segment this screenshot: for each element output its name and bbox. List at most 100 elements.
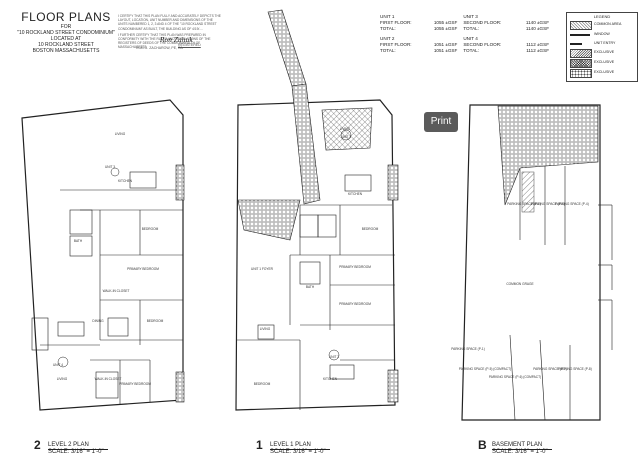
room-label: PARKING SPACE (P-4) — [555, 202, 589, 206]
unit-floor-area: 1140 ±GSF — [525, 20, 549, 25]
room-label: LIVING — [340, 127, 351, 131]
level-1-plan — [235, 9, 399, 411]
print-button[interactable]: Print — [424, 112, 458, 132]
plan-rule — [270, 448, 330, 450]
level-2-plan — [21, 99, 185, 411]
unit-total-label: TOTAL: — [463, 48, 479, 53]
plan-scale: SCALE: 3/16" = 1'-0" — [48, 449, 104, 455]
room-label: PARKING SPACE (P-8) — [558, 367, 592, 371]
room-labels: LIVING UNIT 3 KITCHEN BEDROOM PRIMARY BEDROO… — [53, 127, 592, 386]
room-label: LIVING — [115, 132, 126, 136]
surveyor-name: ROB G. ZACHAROW, PE, RA — [136, 46, 183, 50]
signature: Ron Zahuk — [160, 37, 194, 44]
room-label: LIVING — [260, 327, 271, 331]
certification-paragraph-2: I FURTHER CERTIFY THAT THIS PLAN WAS PRE… — [118, 32, 211, 50]
plan-name: LEVEL 1 PLAN — [270, 442, 311, 448]
located-at: LOCATED AT — [50, 36, 82, 42]
legend-swatch — [570, 42, 582, 45]
room-label: PARKING SPACE (P-1) — [451, 347, 485, 351]
plan-name: LEVEL 2 PLAN — [48, 442, 89, 448]
room-label: PRIMARY BEDROOM — [339, 265, 371, 269]
room-label: PARKING SPACE (P-2) — [507, 202, 541, 206]
room-label: WALK-IN CLOSET — [103, 289, 130, 293]
legend-item-exclusive-2: EXCLUSIVE — [570, 59, 635, 68]
legend-label: EXCLUSIVE — [594, 60, 615, 64]
room-label: LIVING — [57, 377, 68, 381]
basement-plan — [461, 104, 613, 421]
room-label: COMMON GRAGE — [506, 282, 533, 286]
unit-total-area: 1140 ±GSF — [525, 26, 549, 31]
legend-title: LEGEND — [593, 14, 611, 19]
unit-name: UNIT 3 — [463, 14, 478, 19]
unit-floor-area: 1112 ±GSF — [526, 42, 549, 47]
legend-item-unit-entry: UNIT ENTRY — [570, 40, 635, 48]
room-label: BEDROOM — [362, 227, 379, 231]
unit-name: UNIT 4 — [463, 36, 478, 41]
unit-total-area: 1112 ±GSF — [526, 48, 549, 53]
plan-number: 2 — [34, 438, 41, 452]
unit-total-label: TOTAL: — [380, 26, 396, 31]
plan-scale: SCALE: 3/16" = 1'-0" — [270, 449, 326, 455]
legend-label: COMMON AREA — [594, 22, 622, 26]
room-label: PRIMARY BEDROOM — [127, 267, 159, 271]
unit-floor-label: SECOND FLOOR: — [463, 20, 502, 25]
room-label: UNIT 1 FOYER — [251, 267, 274, 271]
plan-rule — [492, 448, 552, 450]
legend-swatch — [570, 69, 592, 78]
legend-swatch — [570, 21, 592, 30]
plan-number: B — [478, 438, 487, 452]
basement-outline — [461, 104, 601, 421]
legend-label: EXCLUSIVE — [594, 50, 615, 54]
room-label: PARKING SPACE (P-3) — [531, 202, 565, 206]
drawing-title: FLOOR PLANS — [21, 10, 111, 24]
plan-scale: SCALE: 3/16" = 1'-0" — [492, 449, 548, 455]
legend-item-exclusive-3: EXCLUSIVE — [570, 69, 635, 78]
legend-swatch — [570, 59, 592, 68]
unit-floor-area: 1051 ±GSF — [433, 42, 458, 47]
plan-name: BASEMENT PLAN — [492, 442, 543, 448]
level-1-outline — [235, 99, 396, 411]
legend-swatch — [570, 33, 590, 36]
room-label: PARKING SPACE (P-6) (COMPACT) — [489, 375, 541, 379]
level-2-plan-label: 2 LEVEL 2 PLAN SCALE: 3/16" = 1'-0" — [34, 438, 144, 458]
room-label: BEDROOM — [254, 382, 271, 386]
room-label: BATH — [306, 285, 315, 289]
room-label: DINING — [92, 319, 104, 323]
legend-label: WINDOW — [594, 32, 610, 36]
room-label: BATH — [74, 239, 83, 243]
project-name: "10 ROCKLAND STREET CONDOMINIUM" — [17, 30, 115, 36]
room-label: BEDROOM — [142, 227, 159, 231]
unit-name: UNIT 2 — [380, 36, 395, 41]
room-label: PRIMARY BEDROOM — [119, 382, 151, 386]
unit-floor-label: FIRST FLOOR: — [380, 42, 412, 47]
room-label: PRIMARY BEDROOM — [339, 302, 371, 306]
unit-name: UNIT 1 — [380, 14, 395, 19]
room-label: UNIT 3 — [105, 165, 115, 169]
legend-item-exclusive-1: EXCLUSIVE — [570, 49, 635, 58]
title-for: FOR — [60, 24, 72, 30]
legend: LEGEND COMMON AREA WINDOW UNIT ENTRY EXC… — [566, 12, 638, 82]
room-label: KITCHEN — [348, 192, 363, 196]
unit-total-area: 1055 ±GSF — [433, 26, 458, 31]
unit-floor-label: FIRST FLOOR: — [380, 20, 412, 25]
level-2-outline — [21, 99, 184, 411]
unit-total-label: TOTAL: — [380, 48, 396, 53]
unit-floor-label: SECOND FLOOR: — [463, 42, 502, 47]
registration-stamp: REGISTERED — [178, 43, 201, 47]
room-label: UNIT 2 — [329, 355, 339, 359]
certification-text: I CERTIFY THAT THIS PLAN FULLY AND ACCUR… — [118, 14, 222, 50]
legend-label: EXCLUSIVE — [594, 70, 615, 74]
legend-label: UNIT ENTRY — [594, 41, 616, 45]
unit-total-label: TOTAL: — [463, 26, 479, 31]
title-block: FLOOR PLANS FOR "10 ROCKLAND STREET COND… — [16, 10, 116, 54]
plan-number: 1 — [256, 438, 263, 452]
room-label: PARKING SPACE (P-7) — [533, 367, 567, 371]
room-label: KITCHEN — [323, 377, 338, 381]
legend-item-common-area: COMMON AREA — [570, 21, 635, 30]
room-label: UNIT 4 — [53, 363, 63, 367]
certification-paragraph-1: I CERTIFY THAT THIS PLAN FULLY AND ACCUR… — [118, 14, 221, 31]
project-city: BOSTON MASSACHUSETTS — [32, 48, 100, 54]
room-label: BEDROOM — [147, 319, 164, 323]
room-label: KITCHEN — [118, 179, 133, 183]
